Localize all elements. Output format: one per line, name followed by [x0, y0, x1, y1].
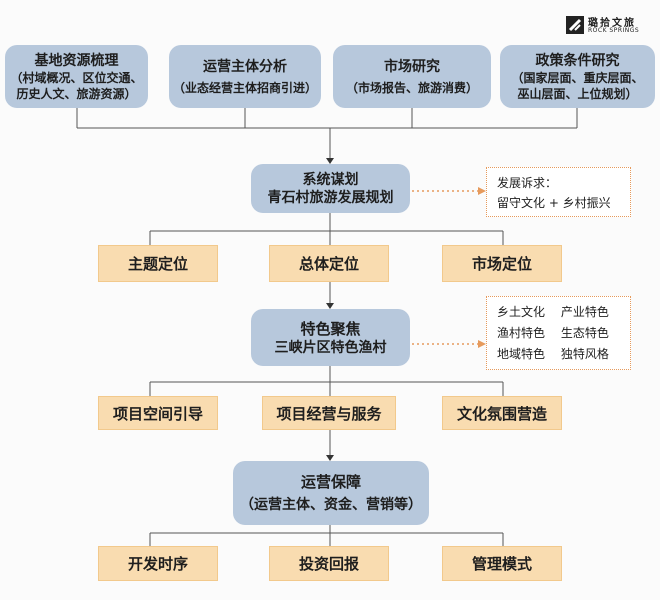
culture-atmosphere-box: 文化氛围营造 [442, 396, 562, 430]
investment-return-label: 投资回报 [298, 555, 359, 573]
feature-focus-subtitle: 三峡片区特色渔村 [274, 339, 387, 356]
feature-note-item: 乡土文化 [497, 305, 546, 319]
development-note: 发展诉求： 留守文化 + 乡村振兴 [486, 167, 631, 217]
project-space-box: 项目空间引导 [98, 396, 218, 430]
dev-sequence-label: 开发时序 [127, 555, 188, 573]
logo-name-en: ROCK SPRINGS [588, 27, 640, 34]
feature-note-row: 渔村特色 生态特色 [497, 323, 630, 344]
feature-note-item: 独特风格 [560, 347, 609, 361]
feature-note: 乡土文化 产业特色 渔村特色 生态特色 地域特色 独特风格 [486, 296, 631, 370]
market-positioning-box: 市场定位 [442, 245, 562, 282]
project-operation-label: 项目经营与服务 [276, 404, 382, 423]
feature-focus-box: 特色聚焦 三峡片区特色渔村 [251, 309, 410, 366]
culture-atmosphere-label: 文化氛围营造 [456, 404, 547, 423]
feature-note-item: 地域特色 [497, 347, 546, 361]
logo-mark-icon [566, 16, 584, 34]
feature-note-item: 产业特色 [560, 305, 609, 319]
feature-note-row: 地域特色 独特风格 [497, 344, 630, 365]
system-plan-subtitle: 青石村旅游发展规划 [267, 189, 394, 206]
top-box-resource-sub: 历史人文、旅游资源） [16, 86, 137, 101]
market-positioning-label: 市场定位 [471, 255, 532, 273]
operation-title: 运营保障 [300, 473, 361, 491]
overall-positioning-label: 总体定位 [298, 255, 359, 273]
feature-focus-title: 特色聚焦 [300, 319, 361, 338]
top-box-operator-title: 运营主体分析 [203, 58, 287, 75]
project-space-label: 项目空间引导 [112, 404, 203, 423]
top-box-policy: 政策条件研究 （国家层面、重庆层面、 巫山层面、上位规划） [500, 45, 655, 108]
project-operation-box: 项目经营与服务 [262, 396, 396, 430]
feature-note-item: 渔村特色 [497, 326, 546, 340]
top-box-resource: 基地资源梳理 （村域概况、区位交通、 历史人文、旅游资源） [5, 45, 148, 108]
top-box-policy-sub: 巫山层面、上位规划） [517, 86, 638, 101]
development-note-label: 发展诉求： [497, 176, 558, 190]
investment-return-box: 投资回报 [269, 546, 389, 581]
theme-positioning-label: 主题定位 [127, 255, 188, 273]
system-plan-title: 系统谋划 [302, 171, 359, 188]
top-box-resource-title: 基地资源梳理 [34, 52, 119, 69]
operation-box: 运营保障 （运营主体、资金、营销等） [233, 461, 429, 525]
theme-positioning-box: 主题定位 [98, 245, 218, 282]
management-model-label: 管理模式 [471, 555, 532, 573]
top-box-policy-title: 政策条件研究 [535, 52, 620, 69]
feature-note-row: 乡土文化 产业特色 [497, 302, 630, 323]
top-box-policy-sub: （国家层面、重庆层面、 [511, 70, 644, 85]
logo-name-cn: 璐拾文旅 [588, 18, 636, 29]
operation-subtitle: （运营主体、资金、营销等） [240, 497, 422, 513]
top-box-operator: 运营主体分析 （业态经营主体招商引进） [169, 45, 321, 108]
top-box-market-title: 市场研究 [384, 58, 440, 75]
top-box-market: 市场研究 （市场报告、旅游消费） [333, 45, 491, 108]
feature-note-item: 生态特色 [560, 326, 609, 340]
system-plan-box: 系统谋划 青石村旅游发展规划 [251, 164, 410, 213]
logo: 璐拾文旅 ROCK SPRINGS [566, 14, 656, 38]
management-model-box: 管理模式 [442, 546, 562, 581]
development-note-value: 留守文化 + 乡村振兴 [497, 196, 611, 210]
dev-sequence-box: 开发时序 [98, 546, 218, 581]
top-box-market-sub: （市场报告、旅游消费） [345, 80, 478, 95]
overall-positioning-box: 总体定位 [269, 245, 389, 282]
top-box-resource-sub: （村域概况、区位交通、 [10, 70, 143, 85]
top-box-operator-sub: （业态经营主体招商引进） [172, 80, 317, 95]
